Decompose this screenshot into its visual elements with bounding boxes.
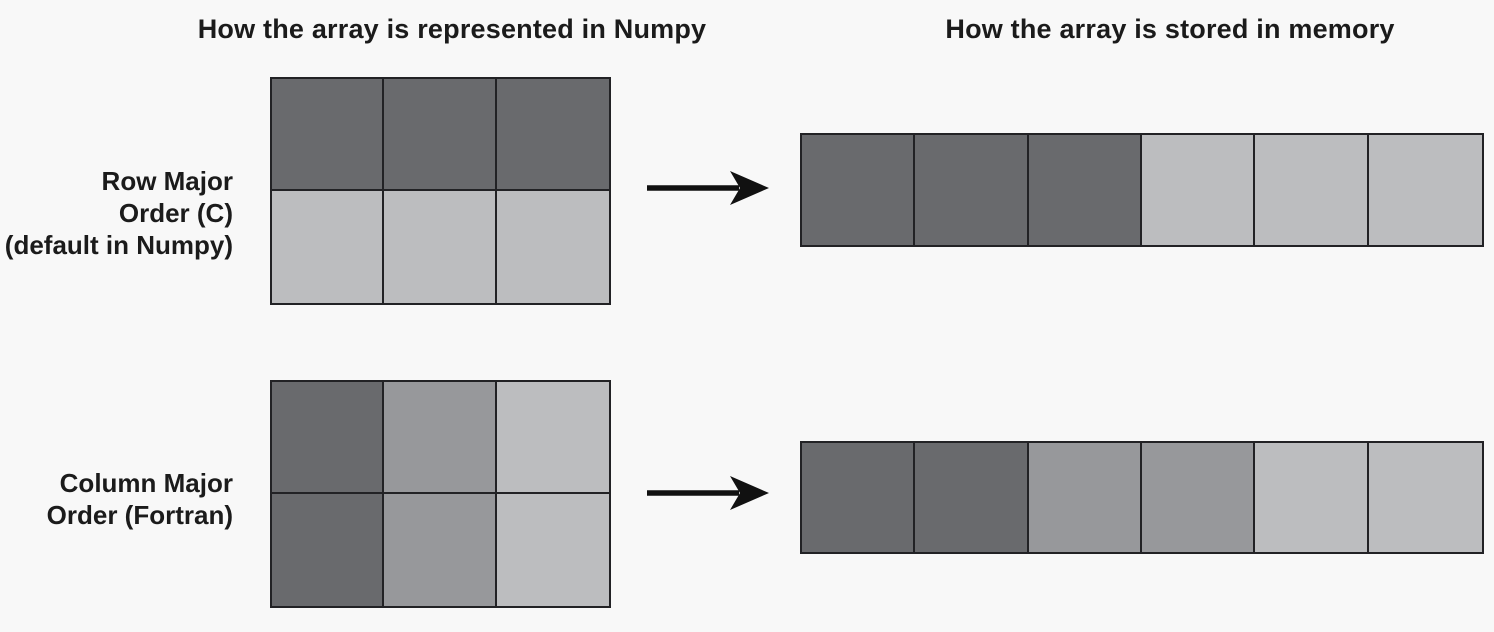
grid-cell-medium [384, 382, 497, 494]
grid-cell-light [384, 191, 497, 303]
grid-cell-medium [384, 494, 497, 606]
grid-cell-light [1255, 443, 1369, 552]
grid-cell-dark [915, 135, 1029, 245]
right-arrow-icon [647, 476, 769, 510]
grid-cell-dark [496, 79, 609, 191]
column-major-label-line2: Order (Fortran) [46, 500, 233, 530]
grid-cell-light [272, 191, 385, 303]
grid-cell-dark [802, 135, 916, 245]
row-major-memory-strip [800, 133, 1484, 247]
grid-cell-light [496, 382, 609, 494]
grid-cell-dark [272, 494, 385, 606]
grid-cell-dark [384, 79, 497, 191]
row-major-label-line2: Order (C) [118, 198, 233, 228]
grid-cell-dark [272, 79, 385, 191]
grid-cell-medium [1142, 443, 1256, 552]
grid-cell-dark [1028, 135, 1142, 245]
row-major-numpy-grid [270, 77, 611, 305]
row-major-label-line1: Row Major [101, 166, 233, 196]
grid-cell-dark [915, 443, 1029, 552]
column-major-memory-strip [800, 441, 1484, 554]
grid-cell-light [1142, 135, 1256, 245]
row-major-label-line3: (default in Numpy) [4, 230, 233, 260]
memory-storage-title: How the array is stored in memory [945, 14, 1395, 44]
row-major-label: Row Major Order (C) (default in Numpy) [5, 165, 233, 261]
grid-cell-light [1255, 135, 1369, 245]
right-arrow-icon [647, 171, 769, 205]
grid-cell-dark [802, 443, 916, 552]
column-major-numpy-grid [270, 380, 611, 608]
grid-cell-light [1368, 135, 1482, 245]
grid-cell-light [496, 494, 609, 606]
grid-cell-light [496, 191, 609, 303]
column-major-label: Column Major Order (Fortran) [47, 467, 233, 531]
numpy-representation-title: How the array is represented in Numpy [197, 14, 707, 44]
grid-cell-dark [272, 382, 385, 494]
grid-cell-medium [1028, 443, 1142, 552]
grid-cell-light [1368, 443, 1482, 552]
column-major-label-line1: Column Major [59, 468, 233, 498]
